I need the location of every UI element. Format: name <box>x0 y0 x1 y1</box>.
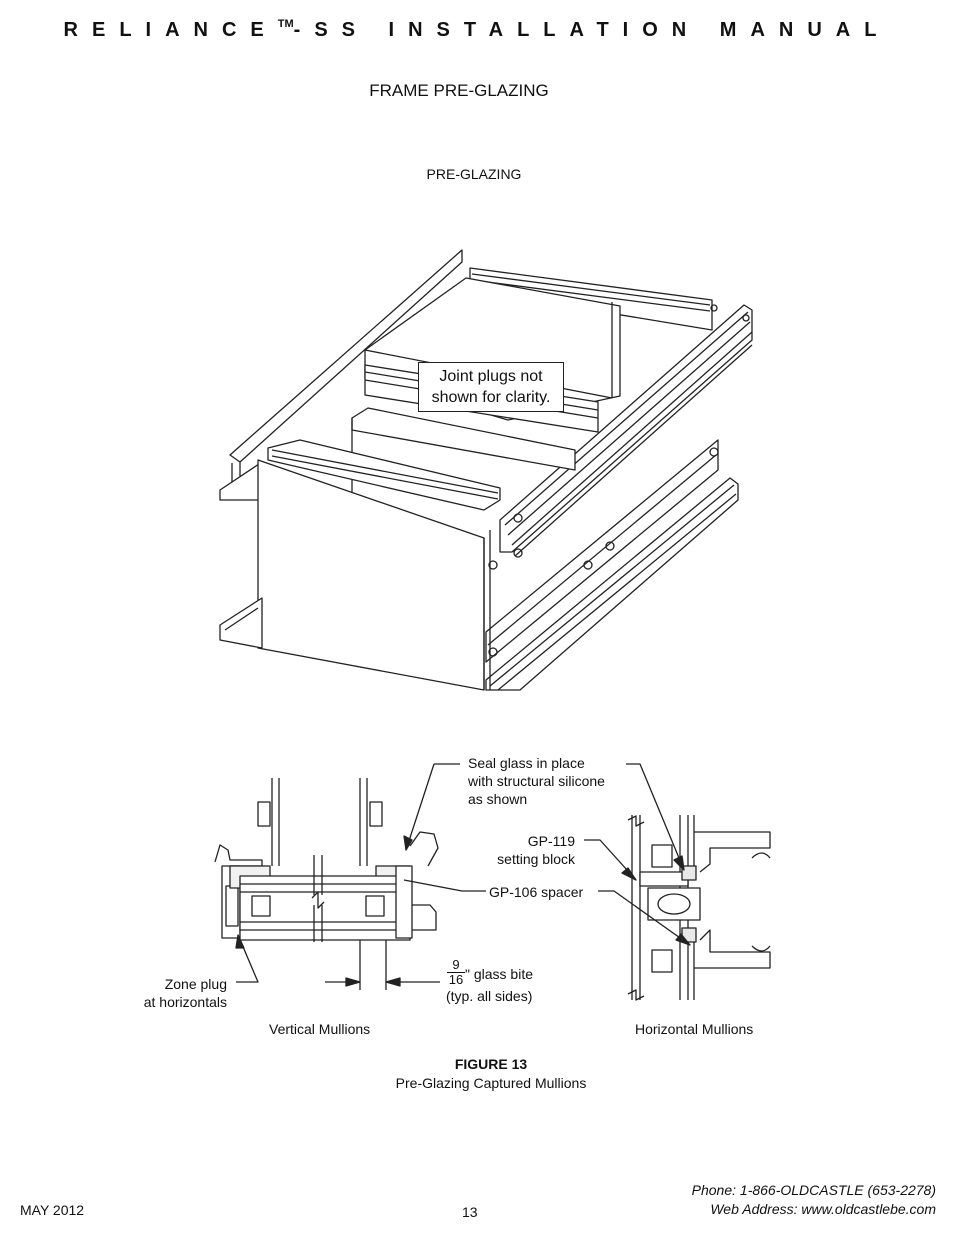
seal-glass-label: Seal glass in place with structural sili… <box>468 755 605 807</box>
glass-bite-fraction: 9 16 <box>447 957 465 987</box>
isometric-frame-drawing <box>219 249 753 691</box>
footer-contact: Phone: 1-866-OLDCASTLE (653-2278) Web Ad… <box>692 1181 936 1219</box>
glass-bite-label: " glass bite <box>465 966 534 982</box>
figure-caption: Pre-Glazing Captured Mullions <box>395 1075 587 1091</box>
phone-text: Phone: 1-866-OLDCASTLE (653-2278) <box>691 1182 936 1198</box>
glass-bite-typ-label: (typ. all sides) <box>446 988 533 1004</box>
section-title: FRAME PRE-GLAZING <box>369 81 549 100</box>
horizontal-mullions-label: Horizontal Mullions <box>635 1021 754 1037</box>
zone-plug-label: Zone plug at horizontals <box>143 976 227 1010</box>
web-address-link[interactable]: Web Address: www.oldcastlebe.com <box>710 1201 936 1217</box>
horizontal-mullions-section <box>584 763 771 1001</box>
drawing-title: PRE-GLAZING <box>426 166 522 182</box>
page-number: 13 <box>462 1204 478 1220</box>
manual-header: RELIANCETM-SS INSTALLATION MANUAL <box>63 18 891 41</box>
footer-date: MAY 2012 <box>20 1202 85 1218</box>
gp106-label: GP-106 spacer <box>489 884 584 900</box>
figure-number: FIGURE 13 <box>454 1056 528 1072</box>
vertical-mullions-section <box>214 763 486 990</box>
vertical-mullions-label: Vertical Mullions <box>269 1021 371 1037</box>
gp119-label: GP-119 setting block <box>497 833 575 867</box>
